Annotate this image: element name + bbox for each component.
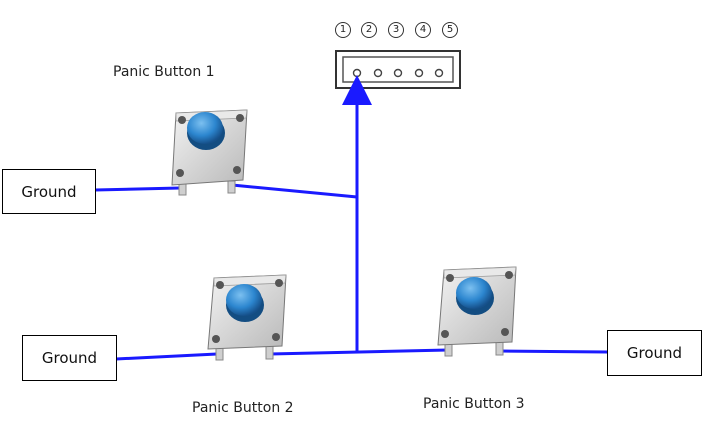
panic-button-2-icon [208, 275, 286, 360]
wire-button2-to-button3 [270, 350, 448, 354]
wire-ground1 [95, 188, 180, 190]
connector-pin-3 [395, 70, 402, 77]
connector-5pin [336, 51, 460, 88]
connector-pin-5 [436, 70, 443, 77]
wires [95, 90, 607, 359]
pin-number-1: 1 [335, 22, 351, 38]
pin-number-4: 4 [415, 22, 431, 38]
panic-button-1-label: Panic Button 1 [113, 64, 215, 80]
pin-number-5: 5 [442, 22, 458, 38]
connector-pin-4 [416, 70, 423, 77]
connector-pin-2 [375, 70, 382, 77]
pin-number-2: 2 [361, 22, 377, 38]
ground-box-3: Ground [607, 330, 702, 376]
panic-button-3-icon [438, 267, 516, 356]
panic-button-1-icon [172, 110, 247, 195]
wire-ground2 [116, 354, 217, 359]
ground-box-1: Ground [2, 169, 96, 214]
connector-pin-1 [354, 70, 361, 77]
panic-button-2-label: Panic Button 2 [192, 400, 294, 416]
ground-box-2: Ground [22, 335, 117, 381]
wire-ground3 [500, 351, 607, 352]
pin-number-3: 3 [388, 22, 404, 38]
panic-button-3-label: Panic Button 3 [423, 396, 525, 412]
wire-button1-signal [232, 185, 357, 197]
